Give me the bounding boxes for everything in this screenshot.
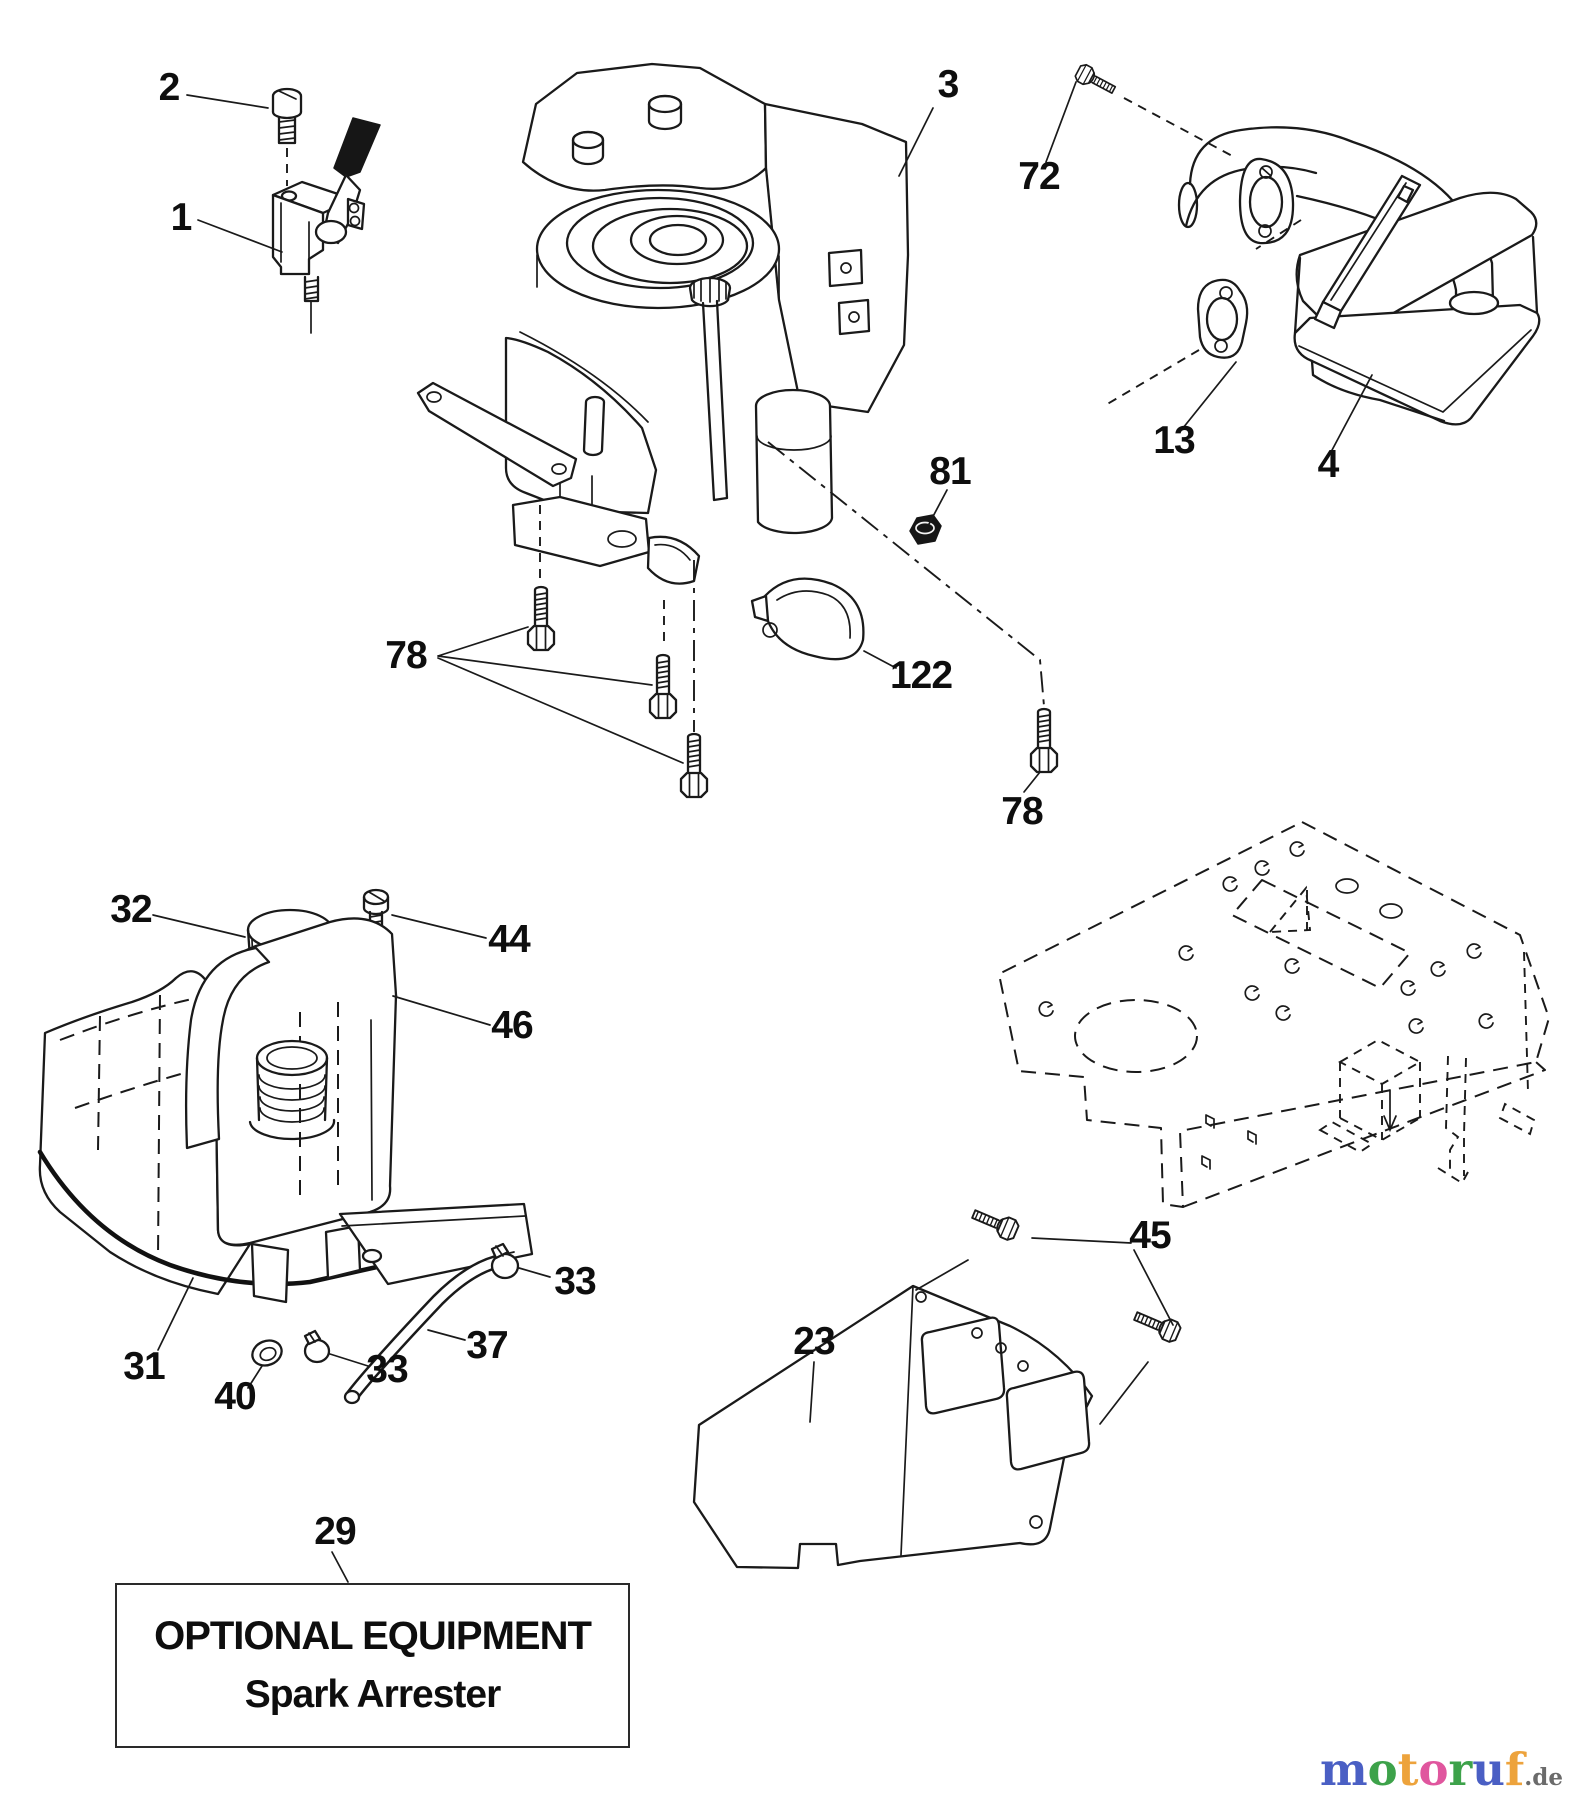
heat-shield-drawing — [692, 1203, 1184, 1570]
motoruf-watermark: motoruf.de — [1320, 1747, 1563, 1792]
part-label-23: 23 — [793, 1320, 835, 1363]
leader-lines — [152, 81, 1373, 1583]
engine-drawing — [416, 62, 910, 585]
part-label-29: 29 — [314, 1510, 356, 1553]
part-label-13: 13 — [1153, 419, 1195, 462]
part-label-2: 2 — [158, 66, 181, 109]
part-label-72: 72 — [1018, 155, 1060, 198]
part-label-78b: 78 — [1001, 790, 1043, 833]
part-label-37: 37 — [466, 1324, 508, 1367]
optional-equipment-title: OPTIONAL EQUIPMENT — [154, 1614, 592, 1658]
muffler-assembly-drawing — [1072, 61, 1541, 426]
part-label-4: 4 — [1317, 443, 1340, 486]
part-label-78a: 78 — [385, 634, 427, 677]
part-label-40: 40 — [214, 1375, 256, 1418]
fuel-tank-drawing — [37, 888, 534, 1405]
part-label-46: 46 — [491, 1004, 533, 1047]
motoruf-wordmark: motoruf — [1320, 1743, 1524, 1796]
wordmark-letter: o — [1418, 1743, 1449, 1796]
part-label-44: 44 — [488, 918, 530, 961]
part-label-33a: 33 — [554, 1260, 596, 1303]
part-label-31: 31 — [123, 1345, 165, 1388]
part-label-3: 3 — [937, 63, 960, 106]
wordmark-letter: u — [1472, 1743, 1505, 1796]
chassis-frame-drawing — [998, 821, 1550, 1208]
part-label-45: 45 — [1129, 1214, 1171, 1257]
part-label-122: 122 — [889, 654, 953, 697]
part-label-32: 32 — [110, 888, 152, 931]
wordmark-letter: r — [1448, 1743, 1473, 1796]
optional-equipment-box: OPTIONAL EQUIPMENT Spark Arrester — [115, 1583, 630, 1748]
wordmark-letter: m — [1320, 1743, 1368, 1796]
part-label-33b: 33 — [366, 1348, 408, 1391]
spark-arrester-label: Spark Arrester — [244, 1673, 502, 1716]
part-label-1: 1 — [170, 196, 193, 239]
hardware-drawing — [526, 441, 1059, 799]
wordmark-letter: t — [1397, 1743, 1419, 1796]
wordmark-letter: f — [1504, 1743, 1525, 1796]
part-label-81: 81 — [929, 450, 971, 493]
motoruf-tld: .de — [1524, 1764, 1563, 1791]
throttle-control-drawing — [271, 87, 381, 334]
wordmark-letter: o — [1367, 1743, 1398, 1796]
